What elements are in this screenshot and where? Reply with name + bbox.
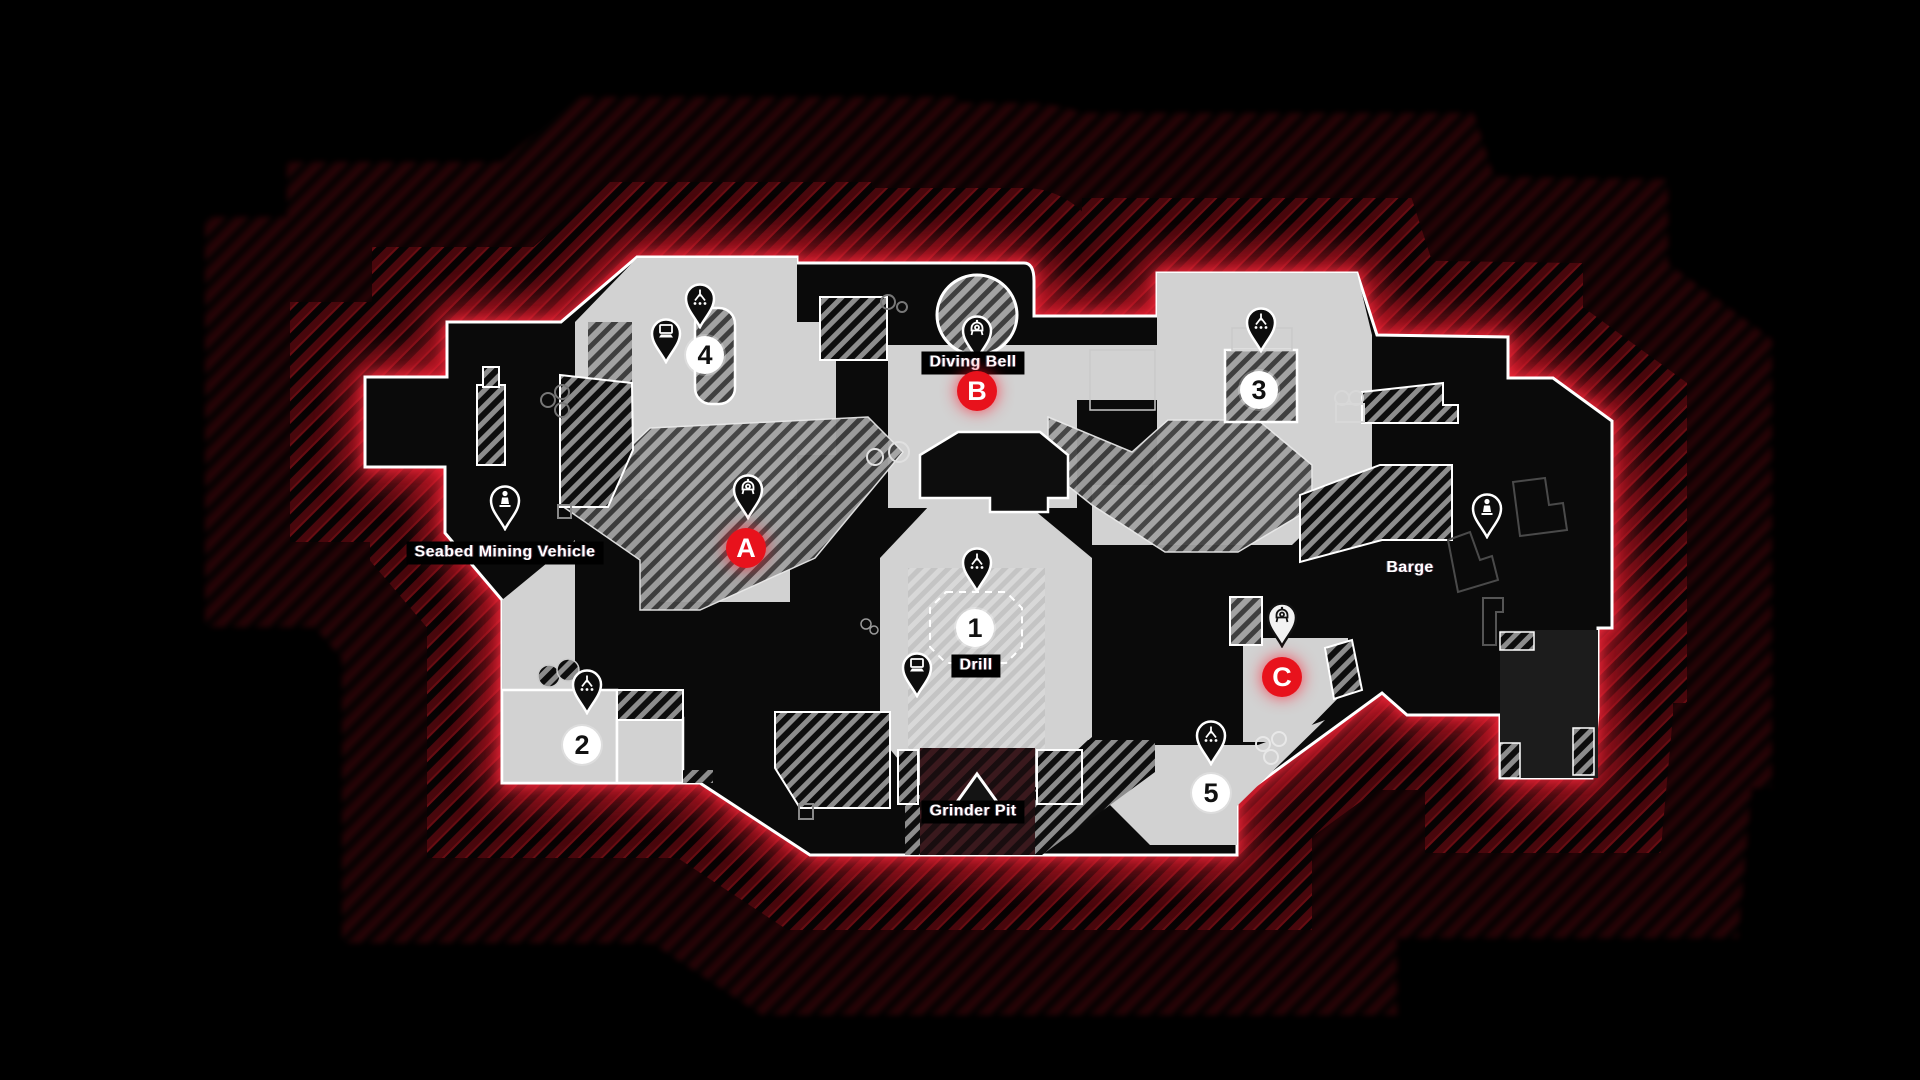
drill-site-pin: [570, 669, 604, 716]
diving-bell-pin: [960, 315, 994, 362]
spawn-person-pin: [1470, 493, 1504, 540]
drill-dashed-zone: [929, 591, 1023, 664]
label-drill: Drill: [951, 654, 1001, 678]
hopper-structure: [918, 430, 1070, 514]
drill-site-icon: [1204, 726, 1218, 742]
label-seabed-mining-vehicle: Seabed Mining Vehicle: [406, 541, 604, 565]
objective-marker-c: C: [1262, 657, 1302, 697]
diving-bell-pin: [731, 474, 765, 521]
corridor-left: [502, 540, 575, 690]
room-zone-2-annex: [615, 716, 685, 785]
objective-marker-b: B: [957, 371, 997, 411]
label-grinder-pit: Grinder Pit: [921, 800, 1025, 824]
hardpoint-laptop-pin: [649, 318, 683, 365]
spawn-person-icon: [1481, 498, 1493, 515]
diving-bell-icon: [970, 319, 984, 336]
diving-bell-icon: [741, 478, 755, 495]
drill-site-pin: [1244, 307, 1278, 354]
zone-marker-4: 4: [686, 336, 724, 374]
drill-site-icon: [970, 553, 984, 569]
hardpoint-laptop-icon: [910, 658, 924, 672]
zone-marker-2: 2: [563, 726, 601, 764]
drill-site-pin: [960, 547, 994, 594]
zone-marker-3: 3: [1240, 371, 1278, 409]
diving-bell-icon: [1275, 606, 1289, 623]
spawn-person-pin: [488, 485, 522, 532]
drill-site-icon: [693, 289, 707, 305]
drill-site-icon: [580, 675, 594, 691]
hardpoint-laptop-pin: [900, 652, 934, 699]
drill-site-pin: [1194, 720, 1228, 767]
spawn-person-icon: [499, 490, 511, 507]
hardpoint-laptop-icon: [659, 324, 673, 338]
drill-site-icon: [1254, 313, 1268, 329]
zone-marker-1: 1: [956, 609, 994, 647]
objective-marker-a: A: [726, 528, 766, 568]
drill-site-pin: [683, 283, 717, 330]
diving-bell-pin: [1265, 602, 1299, 649]
map-structures: [476, 273, 1598, 855]
label-barge: Barge: [1386, 559, 1434, 576]
label-diving-bell: Diving Bell: [921, 351, 1025, 375]
map-decorations: [537, 294, 1569, 820]
zone-marker-5: 5: [1192, 774, 1230, 812]
